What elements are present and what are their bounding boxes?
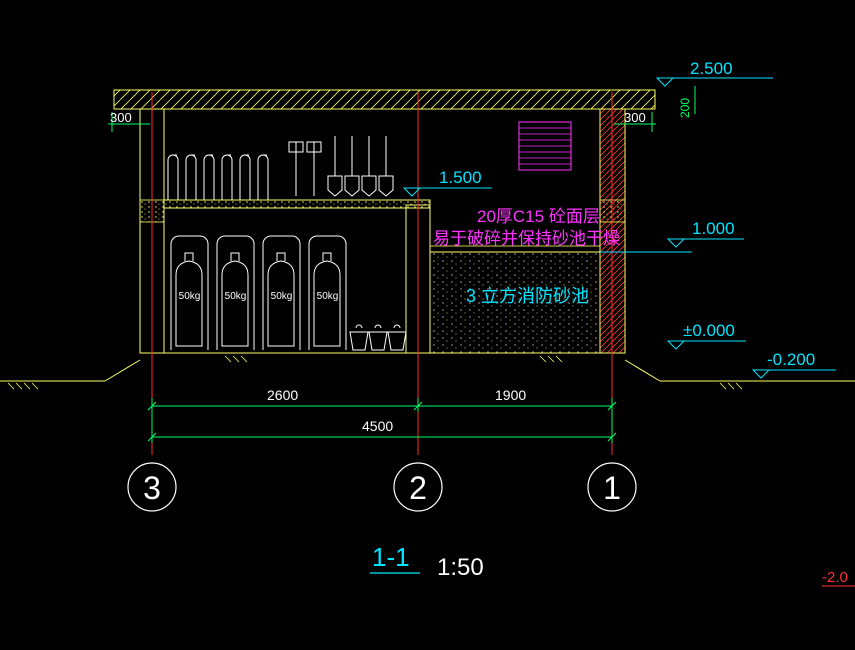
axis-lines xyxy=(151,92,613,455)
eave-left-label: 300 xyxy=(110,110,132,125)
large-extinguisher-label: 50kg xyxy=(225,291,247,302)
axis-bubble-1-label: 1 xyxy=(603,470,621,506)
dim-left-span: 2600 xyxy=(267,387,298,403)
large-extinguisher-body xyxy=(267,252,295,347)
eave-dim-left: 300 xyxy=(108,110,150,132)
fire-axes xyxy=(288,141,322,196)
small-extinguishers xyxy=(167,154,269,200)
dimension-lines xyxy=(147,398,617,443)
level-shelf-label: 1.500 xyxy=(439,168,482,187)
floor-and-ground xyxy=(0,352,855,390)
level-floor-label: ±0.000 xyxy=(683,321,735,340)
coating-note-line1: 20厚C15 砼面层 xyxy=(477,207,600,226)
dim-right-span: 1900 xyxy=(495,387,526,403)
large-extinguisher-cabinet xyxy=(308,235,347,350)
large-extinguisher-cabinet xyxy=(216,235,255,350)
level-ground: -0.200 xyxy=(751,350,836,379)
sand-pit-note: 3 立方消防砂池 xyxy=(466,286,589,306)
sand-buckets xyxy=(349,324,407,351)
eave-right-label: 300 xyxy=(624,110,646,125)
roof-slab xyxy=(113,89,656,110)
large-extinguisher-label: 50kg xyxy=(179,291,201,302)
section-title: 1-1 1:50 xyxy=(370,542,484,581)
eave-dim-right: 300 xyxy=(614,110,656,132)
section-scale: 1:50 xyxy=(437,554,484,581)
large-extinguisher-cabinet xyxy=(262,235,301,350)
fire-shovels xyxy=(327,136,394,197)
vent-louver xyxy=(518,121,572,171)
large-extinguishers: 50kg 50kg 50kg 50kg xyxy=(170,235,347,350)
axis-bubble-2: 2 xyxy=(393,462,443,512)
large-extinguisher-body xyxy=(313,252,341,347)
large-extinguisher-label: 50kg xyxy=(271,291,293,302)
dim-total: 4500 xyxy=(362,418,393,434)
storage-shelf xyxy=(163,199,431,209)
level-ground-label: -0.200 xyxy=(767,350,815,369)
level-sand-pit: 1.000 xyxy=(600,219,744,253)
level-edge-fragment: -2.0 xyxy=(822,569,855,587)
large-extinguisher-body xyxy=(221,252,249,347)
axis-bubble-3-label: 3 xyxy=(143,470,161,506)
large-extinguisher-body xyxy=(175,252,203,347)
axis-bubble-1: 1 xyxy=(587,462,637,512)
large-extinguisher-label: 50kg xyxy=(317,291,339,302)
axis-bubble-3: 3 xyxy=(127,462,177,512)
large-extinguisher-cabinet xyxy=(170,235,209,350)
axis-bubble-2-label: 2 xyxy=(409,470,427,506)
roof-thickness-dim: 200 xyxy=(678,86,696,118)
level-shelf: 1.500 xyxy=(402,168,492,197)
coating-note: 20厚C15 砼面层 易于破碎并保持砂池干燥 xyxy=(433,207,620,248)
level-edge-fragment-label: -2.0 xyxy=(822,569,848,586)
level-sand-pit-label: 1.000 xyxy=(692,219,735,238)
sand-pit xyxy=(429,245,601,354)
level-floor: ±0.000 xyxy=(666,321,746,350)
section-name: 1-1 xyxy=(372,542,410,572)
level-roof-label: 2.500 xyxy=(690,59,733,78)
roof-thickness-label: 200 xyxy=(678,98,692,118)
coating-note-line2: 易于破碎并保持砂池干燥 xyxy=(433,229,620,248)
level-roof: 2.500 xyxy=(655,59,773,87)
